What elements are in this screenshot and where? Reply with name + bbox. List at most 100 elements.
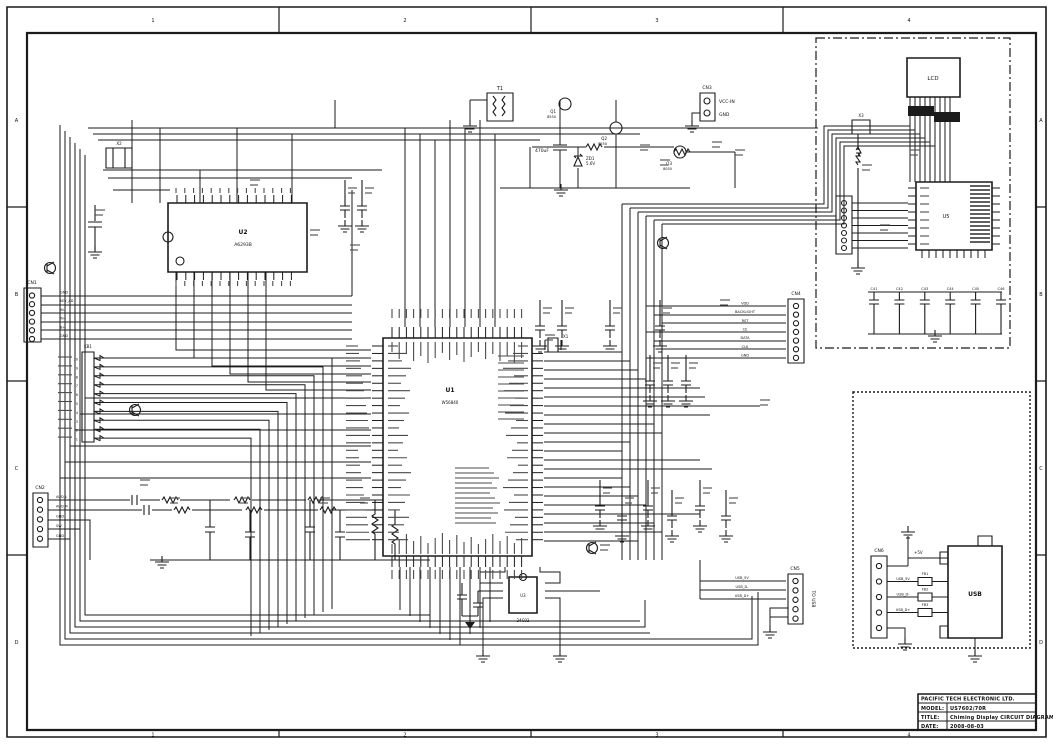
connector-pin: [793, 312, 798, 317]
pin-label: 8: [76, 375, 78, 379]
cap-label: C42: [896, 287, 903, 291]
capacitor: [357, 180, 367, 218]
capacitor: [645, 355, 655, 393]
pin-label: USB_5V: [735, 576, 749, 580]
ferrite-bead: [918, 578, 932, 586]
capacitor: [605, 300, 615, 338]
connector-cn1: CN1: [24, 280, 41, 342]
q3-part: 8050: [663, 167, 672, 171]
model-label: MODEL:: [921, 706, 944, 712]
cn1-ref: CN1: [27, 280, 37, 286]
gnd-symbol: [718, 529, 734, 543]
connector-pin: [37, 507, 42, 512]
capacitor: [996, 292, 1006, 334]
pin-label: RST: [742, 319, 750, 323]
connector-pin: [876, 579, 881, 584]
connector-pin: [29, 328, 34, 333]
resistor: [372, 500, 378, 560]
capacitor: [305, 500, 315, 560]
cn3-pin-vcc: VCC-IN: [719, 99, 735, 105]
connector-pin: [876, 594, 881, 599]
power-supply: T1 470uF Q1 8550 Q2 8550 Q3 8050 ZD1 5.6…: [462, 85, 735, 197]
zone-row-label: B: [15, 292, 19, 298]
net-label: USB_D-: [897, 593, 911, 597]
connector-pin: [793, 303, 798, 308]
connector-pin: [29, 293, 34, 298]
capacitor: [473, 591, 483, 616]
zone-row-label: A: [15, 118, 19, 124]
capacitor: [535, 300, 545, 338]
capacitor: [681, 355, 691, 393]
bead-label: FB1: [922, 572, 929, 576]
kb-wire: [94, 400, 287, 624]
date-value: 2008-08-03: [950, 724, 984, 730]
kb-wire: [94, 418, 269, 630]
pin-label: 9: [76, 366, 78, 370]
lcd-label: LCD: [927, 76, 938, 82]
x1-label: X1: [563, 334, 569, 339]
connector-cn2: CN2: [33, 485, 398, 569]
pin-label: IN-: [60, 308, 66, 312]
x2-label: X2: [116, 141, 122, 146]
cn3-ref: CN3: [702, 85, 712, 91]
cap-label: C44: [947, 287, 955, 291]
pin-label: GND: [60, 291, 68, 295]
connector-pin: [842, 238, 847, 243]
t1-label: T1: [496, 86, 503, 92]
capacitor: [557, 300, 567, 338]
pin-label: 7: [76, 384, 78, 388]
gnd-symbol: [652, 339, 668, 353]
zone-col-label: 2: [403, 18, 406, 24]
connector-pin: [37, 527, 42, 532]
kb-wire: [94, 409, 278, 627]
cn5-caption: TO USB: [810, 590, 816, 608]
capacitor: [205, 500, 215, 560]
x3-label: X3: [858, 113, 864, 118]
connector-pin: [793, 578, 798, 583]
ic-u3: U3 24C02 X1: [464, 334, 569, 663]
connector-pin: [37, 497, 42, 502]
connector-pin: [793, 338, 798, 343]
capacitor: [457, 583, 467, 616]
connector-pin: [842, 208, 847, 213]
pin-label: AUD_R: [56, 505, 68, 509]
capacitor: [643, 480, 653, 518]
gnd-symbol: [354, 219, 370, 233]
cn5-ref: CN5: [790, 566, 800, 572]
cap-label: C41: [871, 287, 878, 291]
title-label: TITLE:: [921, 715, 939, 721]
pin-label: IN+: [60, 317, 67, 321]
connector-cn5: CN5 TO USB: [762, 566, 816, 639]
kb-wire: [94, 364, 323, 612]
cn4-ref: CN4: [791, 291, 801, 297]
bead-label: FB2: [922, 588, 929, 592]
q3-ref: Q3: [666, 161, 672, 166]
capacitor: [971, 292, 981, 334]
pin-label: 3: [76, 420, 78, 424]
zone-col-label: 1: [151, 18, 154, 24]
gnd-symbol: [337, 219, 353, 233]
cn2-ref: CN2: [35, 485, 45, 491]
topleft-parts: X2: [45, 141, 133, 274]
connector-pin: [793, 588, 798, 593]
q2-ref: Q2: [601, 136, 607, 141]
zone-row-label: D: [1039, 640, 1043, 646]
pin-label: DATA: [740, 336, 750, 340]
u3-ref: U3: [520, 593, 526, 598]
pin-label: GND: [56, 534, 64, 538]
connector-pin: [842, 231, 847, 236]
zone-row-label: B: [1039, 292, 1043, 298]
net-label: USB_5V: [896, 577, 910, 581]
pin-label: CLK: [742, 345, 749, 349]
ic-u2: U2 A6293B: [163, 203, 307, 272]
connector-pin: [29, 302, 34, 307]
connector-pin: [842, 223, 847, 228]
connector-pin: [793, 616, 798, 621]
pin-label: 2: [76, 429, 78, 433]
cn6-ref: CN6: [874, 548, 884, 554]
zone-col-label: 4: [907, 18, 910, 24]
connector-pin: [793, 329, 798, 334]
connector-pin: [876, 563, 881, 568]
connector-pin: [793, 607, 798, 612]
